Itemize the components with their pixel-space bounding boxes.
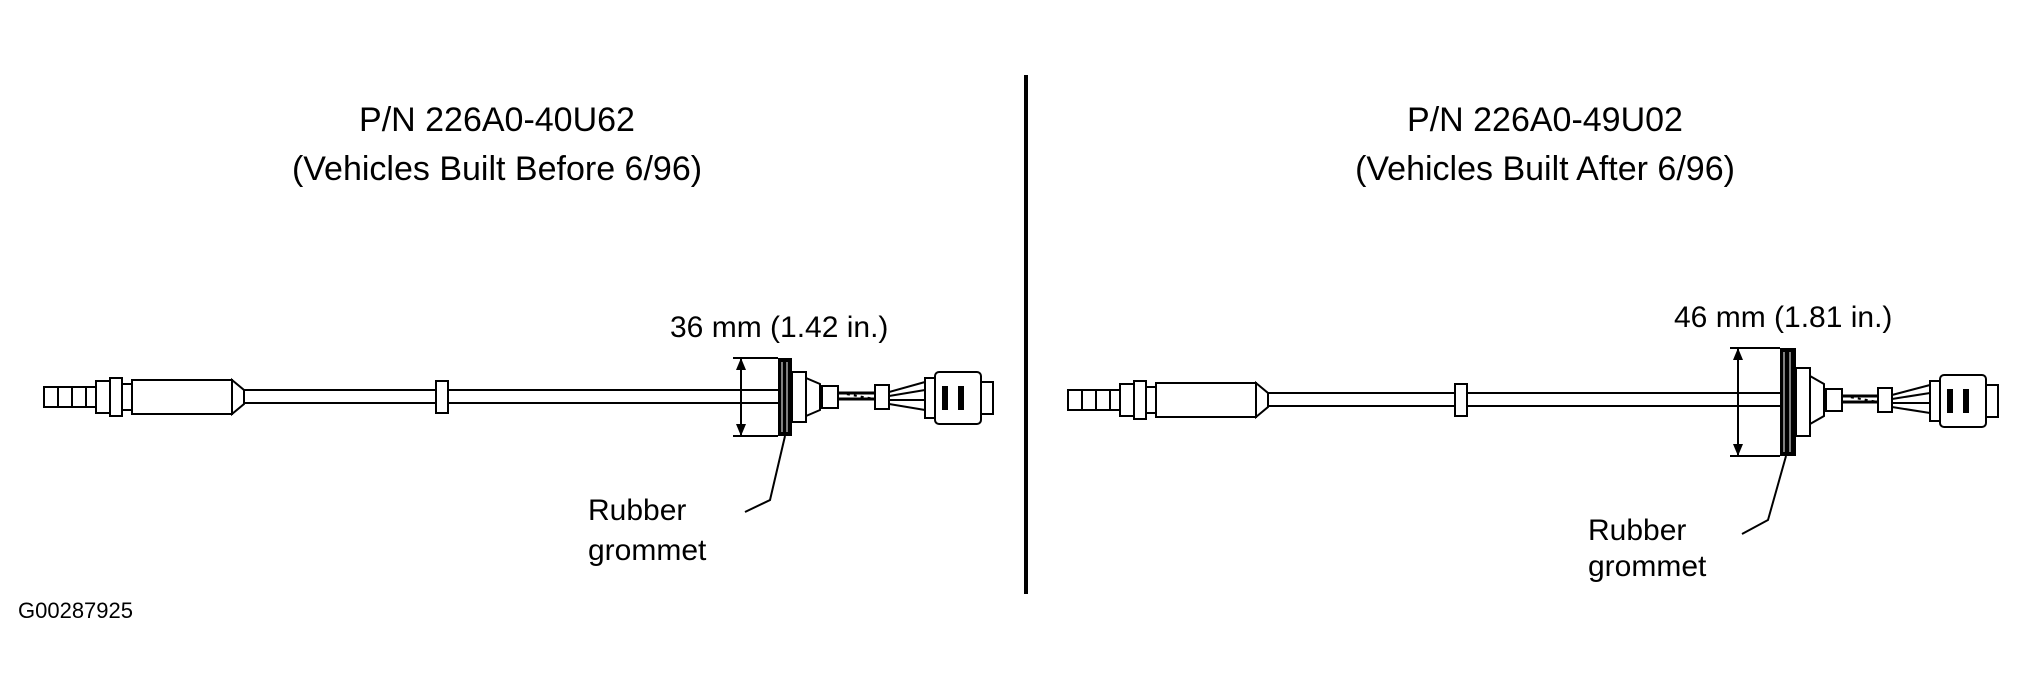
left-dimension-label: 36 mm (1.42 in.) [670, 311, 888, 344]
left-callout-leader [744, 435, 786, 513]
right-rubber-grommet [1780, 348, 1825, 456]
left-part-number: P/N 226A0-40U62 [359, 101, 635, 139]
right-dimension-label: 46 mm (1.81 in.) [1674, 301, 1892, 334]
right-callout-leader [1741, 455, 1787, 535]
right-cable-clip [1454, 383, 1468, 417]
right-part-number: P/N 226A0-49U02 [1407, 101, 1683, 139]
right-sensor-hex-nut [1119, 383, 1135, 417]
figure-id: G00287925 [18, 598, 133, 623]
left-wire-harness [838, 391, 876, 401]
left-rubber-grommet [778, 358, 821, 436]
right-callout-grommet: grommet [1588, 550, 1707, 583]
left-callout-rubber: Rubber [588, 494, 686, 527]
left-dimension-line [733, 357, 778, 437]
right-sensor-body [1155, 382, 1257, 418]
left-panel: P/N 226A0-40U62 (Vehicles Built Before 6… [43, 101, 994, 567]
left-sensor-hex-nut [95, 380, 111, 414]
left-sensor-drawing [43, 358, 994, 436]
right-callout-rubber: Rubber [1588, 514, 1686, 547]
right-dimension-line [1730, 347, 1780, 457]
right-connector [1929, 374, 1999, 428]
right-sensor-tip [1067, 389, 1121, 411]
left-sensor-body [131, 379, 233, 415]
left-sensor-tip [43, 386, 97, 408]
left-build-note: (Vehicles Built Before 6/96) [292, 150, 702, 188]
left-callout-grommet: grommet [588, 534, 707, 567]
left-connector [924, 371, 994, 425]
right-sensor-drawing [1067, 348, 1999, 456]
right-build-note: (Vehicles Built After 6/96) [1355, 150, 1735, 188]
right-panel: P/N 226A0-49U02 (Vehicles Built After 6/… [1067, 101, 1999, 583]
left-cable-clip [435, 380, 449, 414]
right-wire-harness [1842, 394, 1879, 404]
